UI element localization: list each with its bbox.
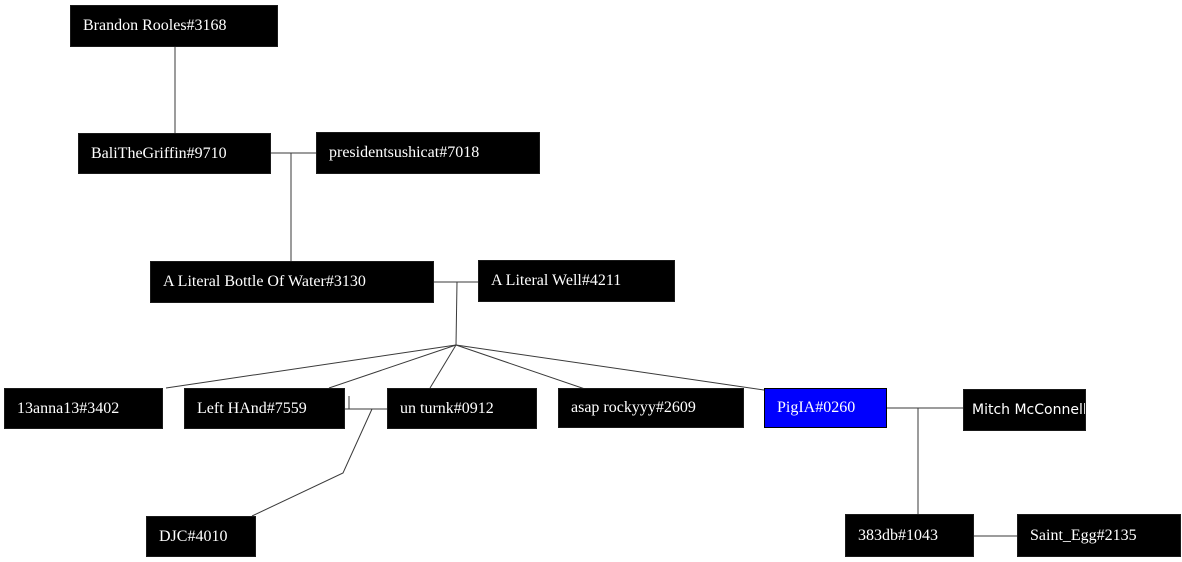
tree-node-balithegriffin[interactable]: BaliTheGriffin#9710 bbox=[78, 133, 271, 174]
tree-node-383db[interactable]: 383db#1043 bbox=[845, 514, 974, 557]
tree-node-pigia[interactable]: PigIA#0260 bbox=[764, 388, 887, 428]
tree-node-saint-egg[interactable]: Saint_Egg#2135 bbox=[1017, 514, 1181, 557]
tree-node-mitch-mcconnell[interactable]: Mitch McConnell bbox=[963, 389, 1086, 431]
connector-junction-asap bbox=[455, 344, 586, 390]
connector-couple3-djc bbox=[251, 408, 373, 517]
connector-junction-13anna13 bbox=[165, 344, 457, 389]
tree-node-a-literal-bottle-of-water[interactable]: A Literal Bottle Of Water#3130 bbox=[150, 261, 434, 303]
connector-junction-unturnk bbox=[429, 344, 457, 389]
tree-node-brandon-rooles[interactable]: Brandon Rooles#3168 bbox=[70, 5, 278, 47]
tree-node-13anna13[interactable]: 13anna13#3402 bbox=[4, 388, 163, 429]
tree-node-presidentsushicat[interactable]: presidentsushicat#7018 bbox=[316, 132, 540, 174]
tree-node-asap-rockyyy[interactable]: asap rockyyy#2609 bbox=[558, 388, 744, 428]
connector-couple2-junction bbox=[455, 281, 458, 346]
tree-node-djc[interactable]: DJC#4010 bbox=[146, 516, 256, 557]
tree-node-a-literal-well[interactable]: A Literal Well#4211 bbox=[478, 260, 675, 302]
connector-junction-lefthand bbox=[328, 344, 457, 389]
tree-node-un-turnk[interactable]: un turnk#0912 bbox=[387, 388, 537, 429]
tree-node-left-hand[interactable]: Left HAnd#7559 bbox=[184, 388, 345, 429]
connector-junction-pigia bbox=[455, 344, 765, 391]
